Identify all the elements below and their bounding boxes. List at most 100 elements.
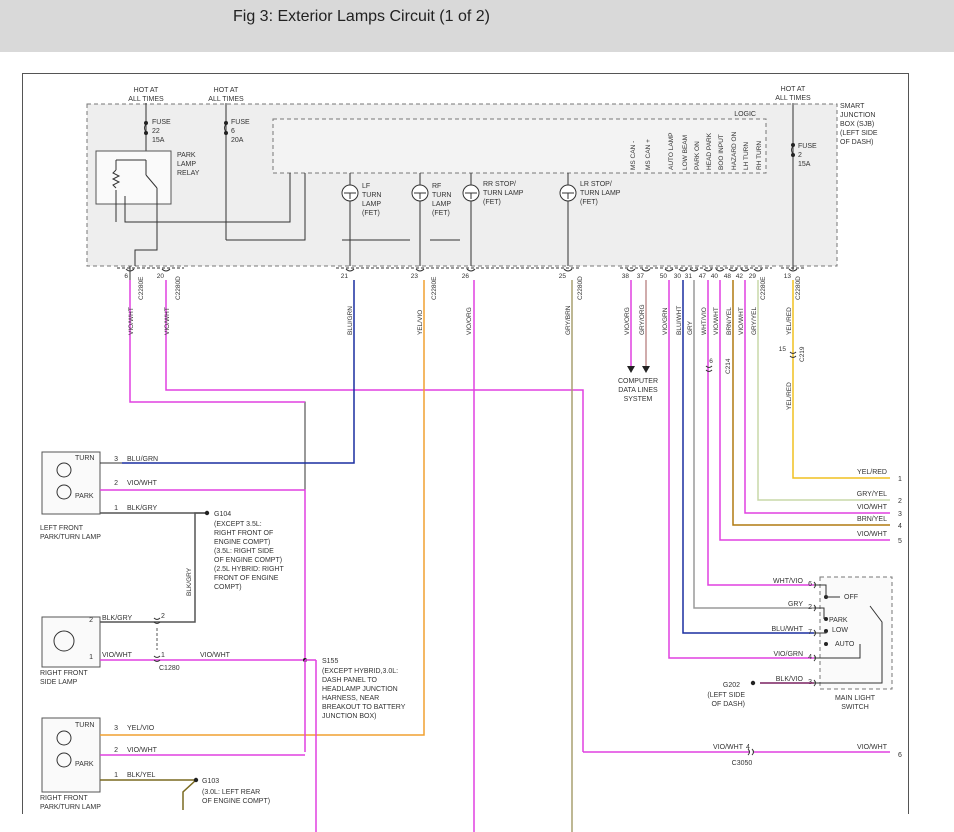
wire-color-label: BRN/YEL (726, 307, 733, 335)
pin-number: 42 (736, 273, 744, 280)
wire-color-label: GRY (687, 320, 694, 335)
fet-lamp-label: LAMP (432, 201, 451, 208)
pin-number: 3 (898, 511, 902, 518)
pin-number: 25 (559, 273, 567, 280)
ground-label: G202 (723, 682, 740, 689)
fuse-terminal (224, 131, 228, 135)
switch-wiper-icon (814, 605, 883, 684)
wire-color-label: WHT/VIO (773, 578, 803, 585)
pin-number: 1 (161, 652, 165, 659)
lamp-name: RIGHT FRONT (40, 795, 88, 802)
connector-label: C2280E (138, 276, 145, 300)
connector-terminal-icon (703, 268, 713, 272)
c1280-connector-icon (153, 617, 161, 662)
wire-color-label: YEL/RED (857, 469, 887, 476)
splice-note: (EXCEPT HYBRID,3.0L: (322, 668, 398, 675)
pin-number: 48 (724, 273, 732, 280)
wire-color-label: YEL/VIO (417, 310, 424, 335)
pin-number: 2 (808, 604, 812, 611)
connector-terminal-icon (626, 268, 636, 272)
c219-connector-icon (789, 351, 797, 358)
wire-color-label: VIO/WHT (738, 307, 745, 335)
wire-vio-wht-sjb (129, 280, 305, 403)
lamp-name: LEFT FRONT (40, 525, 84, 532)
wire-color-label: YEL/RED (786, 382, 793, 410)
logic-input-label: LH TURN (743, 142, 750, 170)
logic-input-label: MS CAN + (645, 139, 652, 170)
splice-note: HEADLAMP JUNCTION (322, 686, 398, 693)
connector-label: C2280D (175, 276, 182, 300)
bulb-icon (53, 630, 75, 652)
pin-number: 2 (114, 747, 118, 754)
computer-data-lines-label: SYSTEM (624, 396, 653, 403)
switch-wire (814, 607, 825, 619)
wire-color-label: VIO/WHT (128, 307, 135, 335)
ground-note: (3.0L: LEFT REAR (202, 789, 260, 796)
wire-color-label: BLK/GRY (186, 567, 193, 596)
relay-label: RELAY (177, 170, 200, 177)
connector-terminal-icon (740, 268, 750, 272)
logic-input-label: PARK ON (694, 141, 701, 170)
right-front-side-lamp (41, 616, 101, 668)
pin-number: 26 (462, 273, 470, 280)
pin-number: 1 (114, 505, 118, 512)
pin-number: 50 (660, 273, 668, 280)
park-lamp-relay (95, 150, 172, 205)
relay-coil-icon (111, 169, 121, 189)
connector-label: C3050 (732, 760, 753, 767)
logic-box (272, 118, 767, 174)
relay-wire (124, 173, 291, 223)
connector-terminal-icon (641, 268, 651, 272)
connector-terminal-icon (161, 268, 171, 272)
ground-note: COMPT) (214, 584, 242, 591)
wire-color-label: VIO/GRN (662, 307, 669, 335)
wire-color-label: YEL/VIO (127, 725, 155, 732)
lamp-filament-label: TURN (75, 455, 94, 462)
arrow-icon (627, 366, 650, 373)
ground-icon (750, 680, 756, 686)
relay-wire (226, 173, 306, 241)
pin-number: 15 (779, 346, 787, 353)
logic-input-label: AUTO LAMP (668, 133, 675, 170)
sjb-title: JUNCTION (840, 112, 875, 119)
connector-terminal-icon (466, 268, 476, 272)
wire-color-label: BRN/YEL (857, 516, 887, 523)
connector-terminal-icon (715, 268, 725, 272)
bulb-icon (56, 730, 72, 746)
pin-number: 38 (622, 273, 630, 280)
pin-number: 6 (808, 581, 812, 588)
wire-color-label: VIO/WHT (713, 307, 720, 335)
hot-at-all-times-label: ALL TIMES (208, 96, 244, 103)
hot-at-all-times-label: ALL TIMES (775, 95, 811, 102)
ground-note: (3.5L: RIGHT SIDE (214, 548, 274, 555)
relay-label: LAMP (177, 161, 196, 168)
wire-gry-yel (757, 280, 890, 501)
wire-color-label: BLK/YEL (127, 772, 156, 779)
wire-vio-wht-sjb (165, 280, 584, 752)
main-light-switch (819, 576, 893, 690)
ground-note: ENGINE COMPT) (214, 539, 270, 546)
switch-position: OFF (844, 594, 858, 601)
c214-connector-icon (705, 365, 713, 372)
connector-label: C2280D (795, 276, 802, 300)
ground-note: (EXCEPT 3.5L: (214, 521, 262, 528)
pin-number: 3 (114, 456, 118, 463)
logic-input-label: RH TURN (756, 141, 763, 170)
wire-color-label: BLU/WHT (676, 306, 683, 335)
wire-blk-yel (100, 779, 198, 810)
hot-at-all-times-label: HOT AT (781, 86, 806, 93)
wire-color-label: VIO/WHT (713, 744, 744, 751)
fuse-terminal (144, 131, 148, 135)
pin-number: 7 (808, 629, 812, 636)
bulb-icon (56, 484, 72, 500)
splice-note: JUNCTION BOX) (322, 713, 376, 720)
logic-input-label: HAZARD ON (731, 131, 738, 170)
connector-label: C214 (725, 358, 732, 374)
wire-color-label: BLU/WHT (772, 626, 804, 633)
wire-yel-vio (122, 280, 425, 736)
ground-note: OF ENGINE COMPT) (202, 798, 270, 805)
relay-wire (134, 196, 158, 266)
computer-data-lines-label: DATA LINES (618, 387, 658, 394)
page-title: Fig 3: Exterior Lamps Circuit (1 of 2) (233, 8, 490, 25)
